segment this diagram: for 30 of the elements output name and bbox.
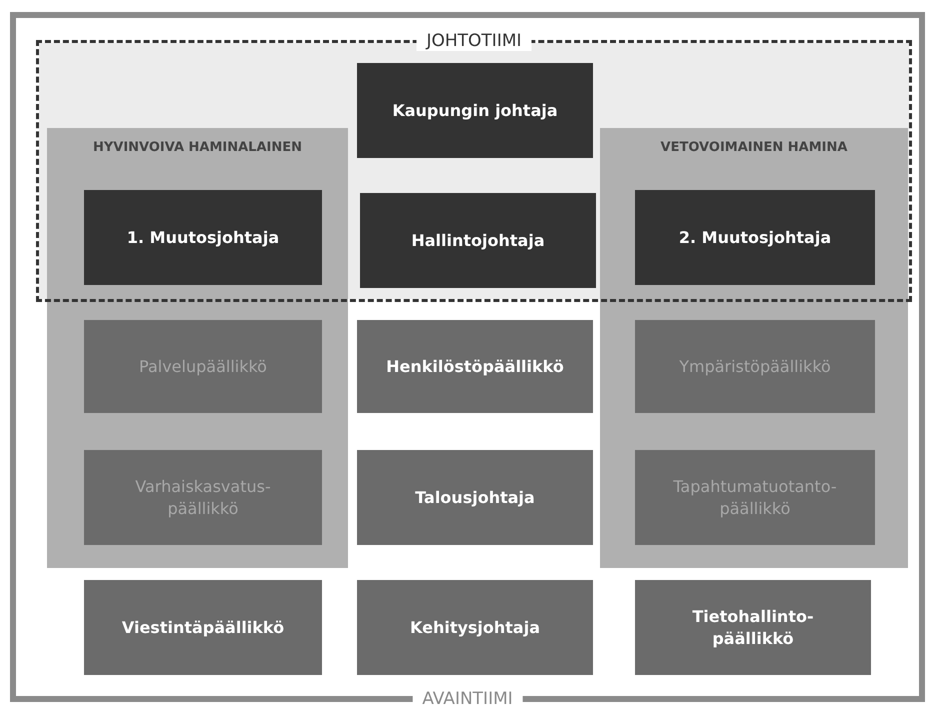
role-box xyxy=(84,190,322,285)
role-title: Kehitysjohtaja xyxy=(410,616,540,638)
role-title: Viestintäpäällikkö xyxy=(122,616,284,638)
role-title: Palvelupäällikkö xyxy=(139,356,267,378)
role-title: Talousjohtaja xyxy=(415,486,535,508)
role-box xyxy=(635,320,875,413)
role-box xyxy=(357,63,593,158)
role-title: Henkilöstöpäällikkö xyxy=(386,356,564,378)
group-title: VETOVOIMAINEN HAMINA xyxy=(660,140,848,155)
role-title: Hallintojohtaja xyxy=(411,230,545,252)
role-box xyxy=(357,580,593,675)
role-title: 1. Muutosjohtaja xyxy=(126,226,280,248)
role-box xyxy=(360,193,596,288)
role-box xyxy=(84,450,322,545)
role-box xyxy=(635,190,875,285)
role-box xyxy=(635,580,871,675)
role-title: Tapahtumatuotanto- päällikkö xyxy=(672,476,838,520)
team-title: AVAINTIIMI xyxy=(412,689,523,707)
role-box xyxy=(84,580,322,675)
role-box xyxy=(84,320,322,413)
role-title: Ympäristöpäällikkö xyxy=(679,356,831,378)
group-title: HYVINVOIVA HAMINALAINEN xyxy=(92,140,304,155)
role-title: Kaupungin johtaja xyxy=(392,100,558,122)
team-title: JOHTOTIIMI xyxy=(416,31,532,51)
role-box xyxy=(635,450,875,545)
role-title: 2. Muutosjohtaja xyxy=(678,226,832,248)
role-title: Tietohallinto- päällikkö xyxy=(691,606,815,650)
role-box xyxy=(357,450,593,545)
role-box xyxy=(357,320,593,413)
role-title: Varhaiskasvatus- päällikkö xyxy=(134,476,272,520)
